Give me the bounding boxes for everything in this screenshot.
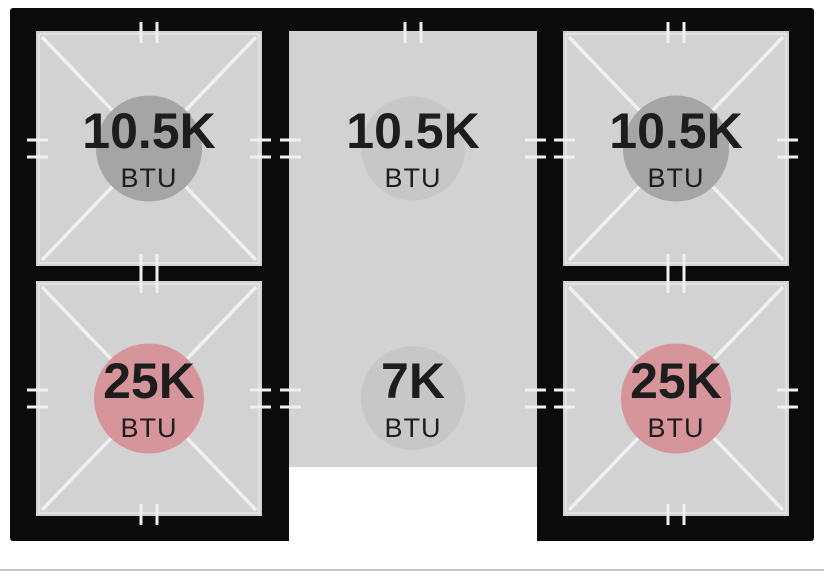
burner-circle	[623, 95, 729, 202]
burner-top-left: 10.5K BTU	[27, 22, 271, 275]
burner-center-column: 10.5K BTU 7K BTU	[280, 22, 546, 467]
burner-circle	[94, 343, 204, 454]
range-front-edge-line	[0, 569, 824, 571]
burner-grate-icon	[27, 272, 271, 525]
grate-ticks	[554, 272, 798, 525]
burner-bottom-left: 25K BTU	[27, 272, 271, 525]
center-drip-tray	[289, 467, 537, 541]
grate-ticks	[27, 272, 271, 525]
burner-circle	[361, 346, 465, 450]
grate-outline	[38, 33, 260, 264]
burner-grate-icon	[554, 22, 798, 275]
burner-bottom-right: 25K BTU	[554, 272, 798, 525]
burner-top-right: 10.5K BTU	[554, 22, 798, 275]
grate-outline	[565, 283, 787, 514]
center-column-icon	[280, 22, 546, 467]
burner-grate-icon	[27, 22, 271, 275]
burner-grate-icon	[554, 272, 798, 525]
burner-circle	[621, 343, 731, 454]
burner-circle	[96, 95, 202, 202]
burner-circle	[361, 96, 465, 201]
grate-outline	[565, 33, 787, 264]
grate-outline	[38, 283, 260, 514]
grate-ticks	[280, 22, 546, 409]
grate-ticks	[554, 22, 798, 275]
grate-ticks	[27, 22, 271, 275]
cooktop-surface: 10.5K BTU	[10, 8, 814, 541]
